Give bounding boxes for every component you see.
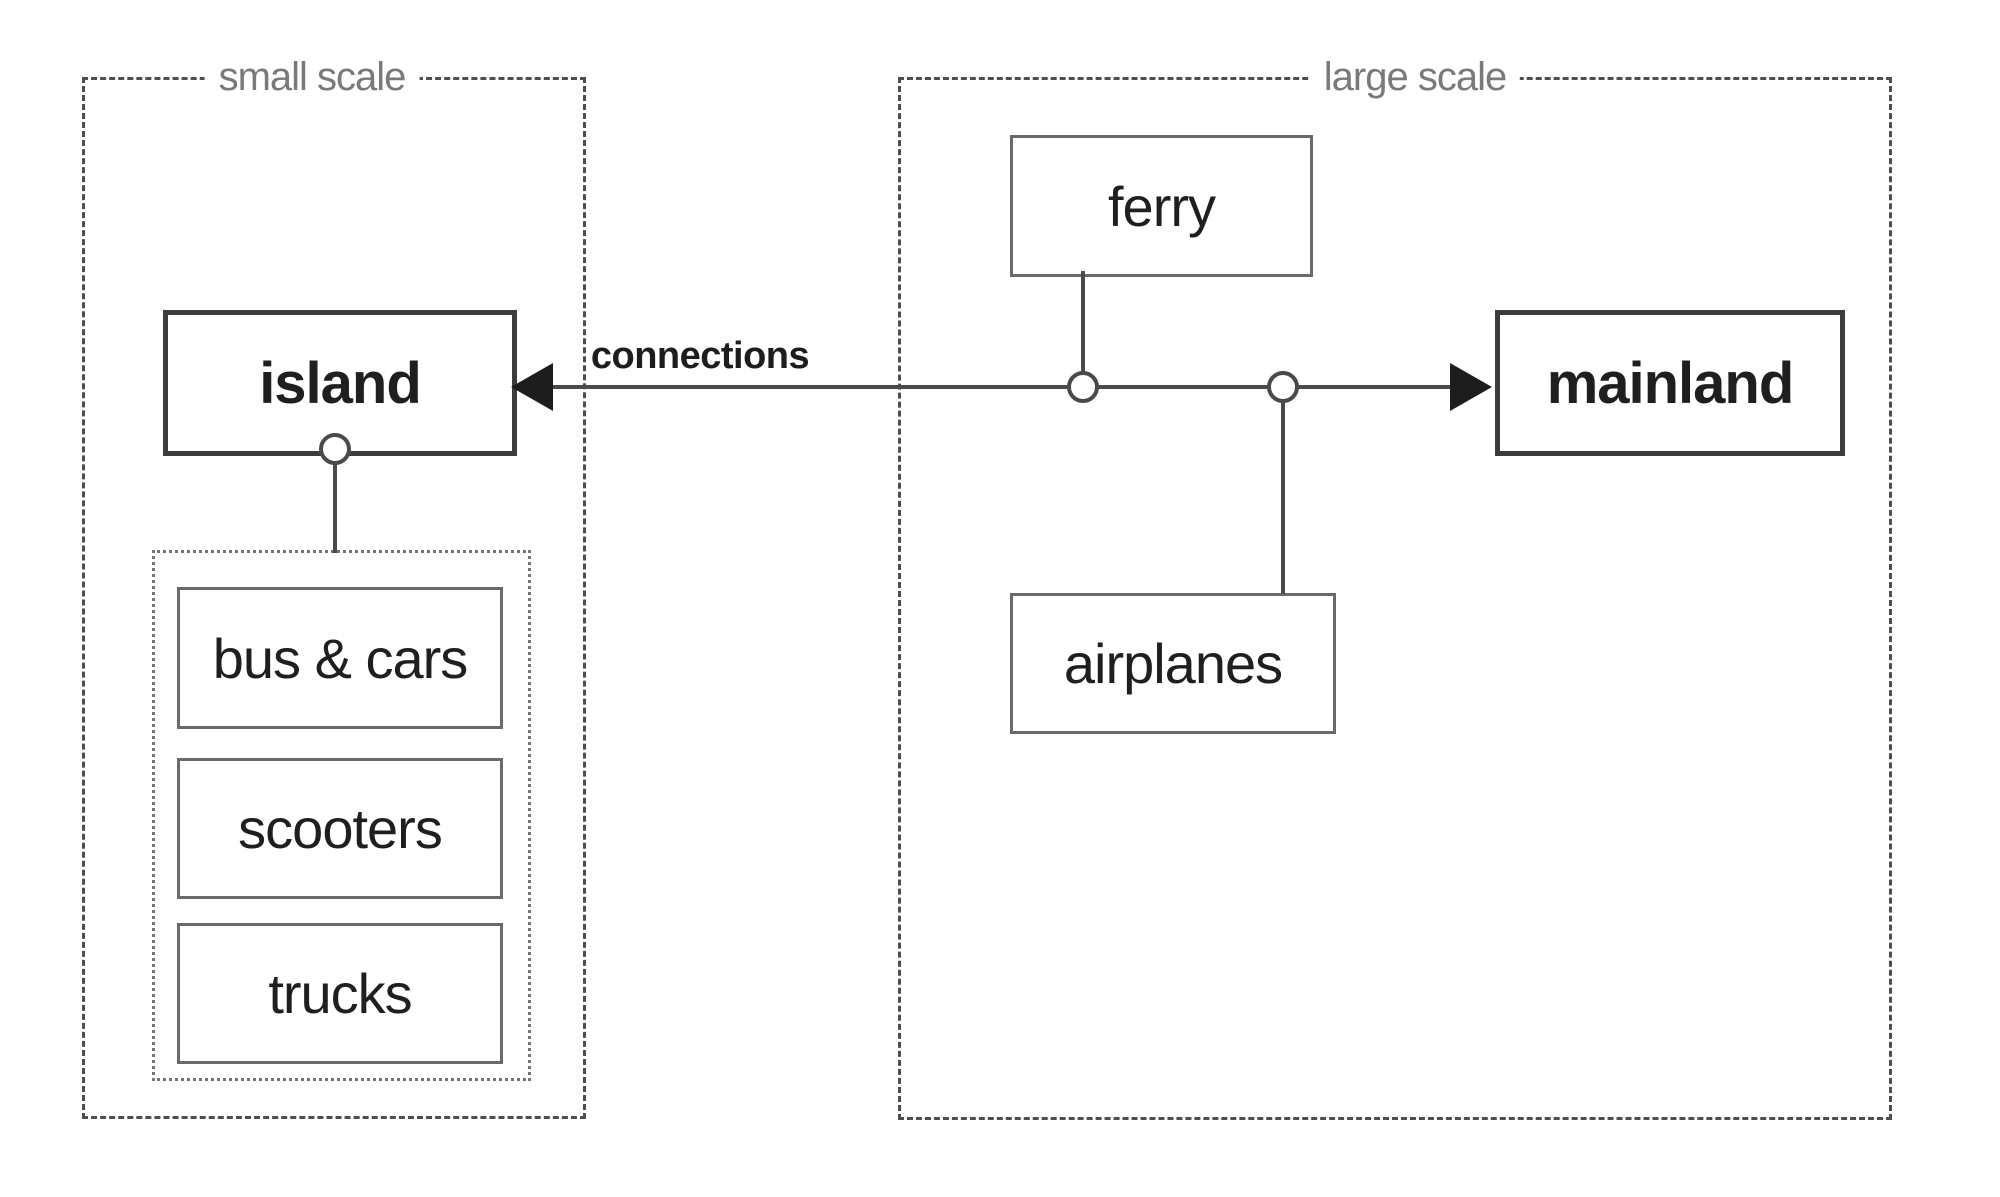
- node-bus-and-cars: bus & cars: [177, 587, 503, 729]
- node-mainland: mainland: [1495, 310, 1845, 456]
- node-island-label: island: [259, 350, 422, 416]
- node-ferry-label: ferry: [1108, 174, 1216, 238]
- node-scooters: scooters: [177, 758, 503, 899]
- node-scooters-label: scooters: [238, 797, 443, 860]
- group-island-vehicles: [152, 550, 531, 1081]
- node-bus-and-cars-label: bus & cars: [212, 626, 469, 690]
- node-ferry: ferry: [1010, 135, 1313, 277]
- group-label-large-scale: large scale: [1309, 53, 1521, 101]
- node-airplanes: airplanes: [1010, 593, 1336, 734]
- edge-label-connections: connections: [590, 335, 810, 377]
- node-airplanes-label: airplanes: [1063, 632, 1283, 695]
- node-mainland-label: mainland: [1546, 350, 1795, 416]
- node-trucks: trucks: [177, 923, 503, 1064]
- node-trucks-label: trucks: [268, 962, 412, 1025]
- group-label-small-scale: small scale: [204, 53, 420, 101]
- node-island: island: [163, 310, 517, 456]
